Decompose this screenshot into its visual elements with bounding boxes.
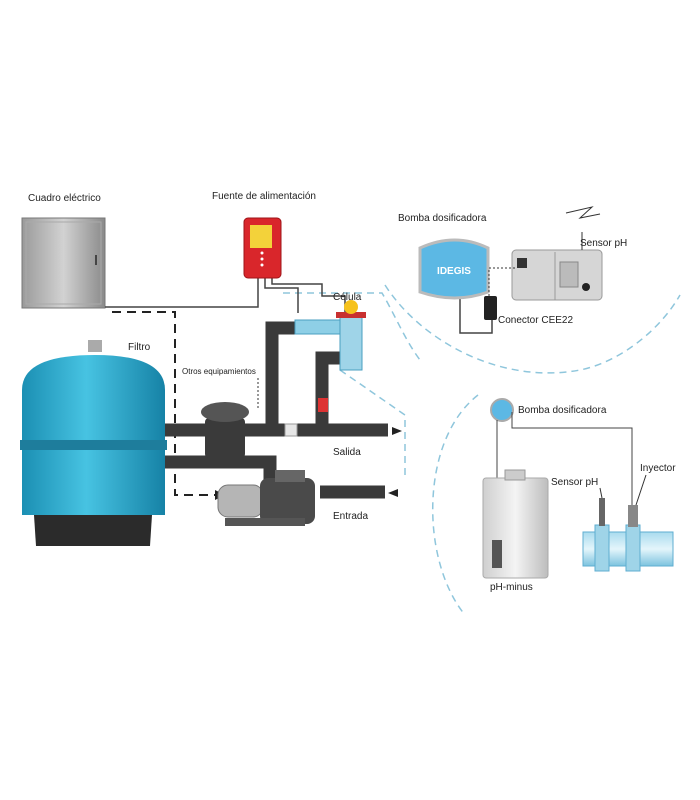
- label-sensor-top: Sensor pH: [580, 238, 627, 249]
- dosing-pump-top: IDEGIS: [418, 238, 490, 300]
- label-cuadro-electrico: Cuadro eléctrico: [28, 193, 101, 204]
- label-salida: Salida: [333, 447, 361, 458]
- ph-controller: [511, 249, 603, 301]
- idegis-logo: IDEGIS: [437, 266, 471, 277]
- label-bomba-top: Bomba dosificadora: [398, 213, 487, 224]
- cee22-connector: [484, 296, 497, 320]
- chlorinator-cell: [294, 300, 366, 371]
- pipes: [165, 321, 388, 499]
- cables: [105, 278, 493, 334]
- injection-pipe: [582, 498, 674, 572]
- label-sensor-bottom: Sensor pH: [551, 477, 598, 488]
- power-supply: [243, 217, 282, 279]
- filter-tank: [20, 340, 167, 546]
- label-fuente: Fuente de alimentación: [212, 191, 316, 202]
- label-entrada: Entrada: [333, 511, 368, 522]
- dashed-black-line: [112, 311, 215, 496]
- label-celula: Célula: [333, 292, 362, 303]
- multiport-valve: [201, 398, 328, 458]
- label-filtro: Filtro: [128, 342, 151, 353]
- label-otros: Otros equipamientos: [182, 367, 256, 376]
- label-conector: Conector CEE22: [498, 315, 573, 326]
- leader-lines: [599, 474, 647, 506]
- dosing-pump-bottom: [490, 398, 514, 422]
- ph-sensor-top: [565, 206, 601, 250]
- label-inyector: Inyector: [640, 463, 676, 474]
- dotted-cable: [488, 267, 515, 296]
- flow-arrows: [388, 427, 402, 497]
- ph-minus-canister: [482, 469, 549, 579]
- dashed-blue-connections: [283, 284, 681, 616]
- label-ph-minus: pH-minus: [490, 582, 533, 593]
- electrical-cabinet: [21, 217, 106, 309]
- label-bomba-bottom: Bomba dosificadora: [518, 405, 607, 416]
- circulation-pump: [217, 470, 315, 526]
